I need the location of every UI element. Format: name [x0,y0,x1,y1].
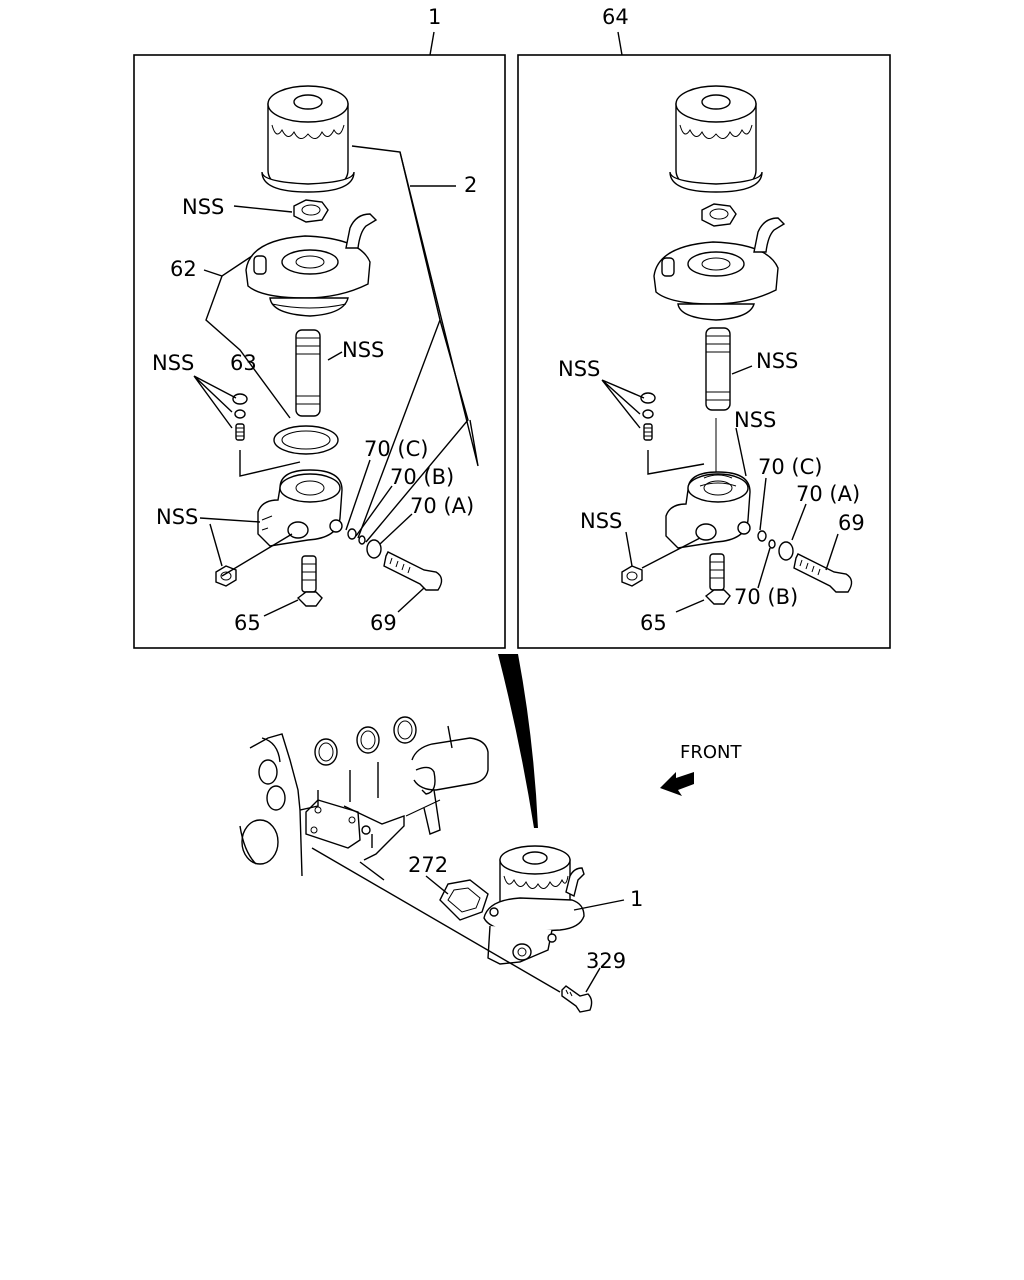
right-label-70b: 70 (B) [734,585,798,609]
engine-block-outline [239,716,489,881]
right-eye-bolt-69 [793,553,853,593]
leader-top-right [617,31,623,56]
left-label-69: 69 [370,611,397,635]
left-hex-nut [293,199,329,223]
left-label-65: 65 [234,611,261,635]
right-o-rings-70 [757,530,794,561]
right-label-nss-stud: NSS [756,349,798,373]
right-plug-nss [621,565,643,587]
right-drain-65 [704,553,731,605]
bottom-label-329: 329 [586,949,626,973]
left-filter-cartridge [261,85,355,193]
left-assembly-panel [133,54,506,649]
right-label-nss-ring: NSS [734,408,776,432]
gasket-272 [439,879,489,921]
right-filter-cartridge [669,85,763,193]
left-small-parts [232,393,248,441]
right-label-nss-plug: NSS [580,509,622,533]
left-leader-lines [193,145,479,617]
front-label: FRONT [680,742,742,763]
installed-filter-assembly [483,845,585,965]
left-label-70b: 70 (B) [390,465,454,489]
callout-top-left: 1 [428,5,441,29]
bottom-label-1: 1 [630,887,643,911]
bottom-leader-lines [311,847,625,993]
left-o-ring-large [273,425,339,455]
left-label-63: 63 [230,351,257,375]
left-label-62: 62 [170,257,197,281]
right-label-70c: 70 (C) [758,455,822,479]
bottom-label-272: 272 [408,853,448,877]
left-filter-head [245,213,378,317]
left-label-2: 2 [464,173,477,197]
right-filter-base [665,471,751,549]
right-label-69: 69 [838,511,865,535]
left-eye-bolt-69 [383,551,443,591]
left-label-nss-nut: NSS [182,195,224,219]
right-filter-head [653,217,786,321]
left-label-nss-stud: NSS [342,338,384,362]
left-label-70c: 70 (C) [364,437,428,461]
right-label-nss-small: NSS [558,357,600,381]
right-assembly-panel [517,54,891,649]
left-drain-65 [296,555,323,607]
right-label-70a: 70 (A) [796,482,860,506]
right-hex-nut [701,203,737,227]
front-arrow-icon [660,772,694,796]
right-small-parts [640,392,656,441]
right-leader-lines [601,365,839,613]
left-label-nss-plug: NSS [156,505,198,529]
callout-top-right: 64 [602,5,629,29]
left-filter-base [257,469,343,547]
leader-top-left [429,31,435,56]
left-label-nss-small: NSS [152,351,194,375]
right-label-65: 65 [640,611,667,635]
right-center-stud [705,327,731,478]
zoom-wedge-pointer [498,654,538,828]
left-o-rings-70 [347,528,382,559]
left-center-stud [295,329,321,417]
left-label-70a: 70 (A) [410,494,474,518]
bolt-329 [561,985,593,1013]
